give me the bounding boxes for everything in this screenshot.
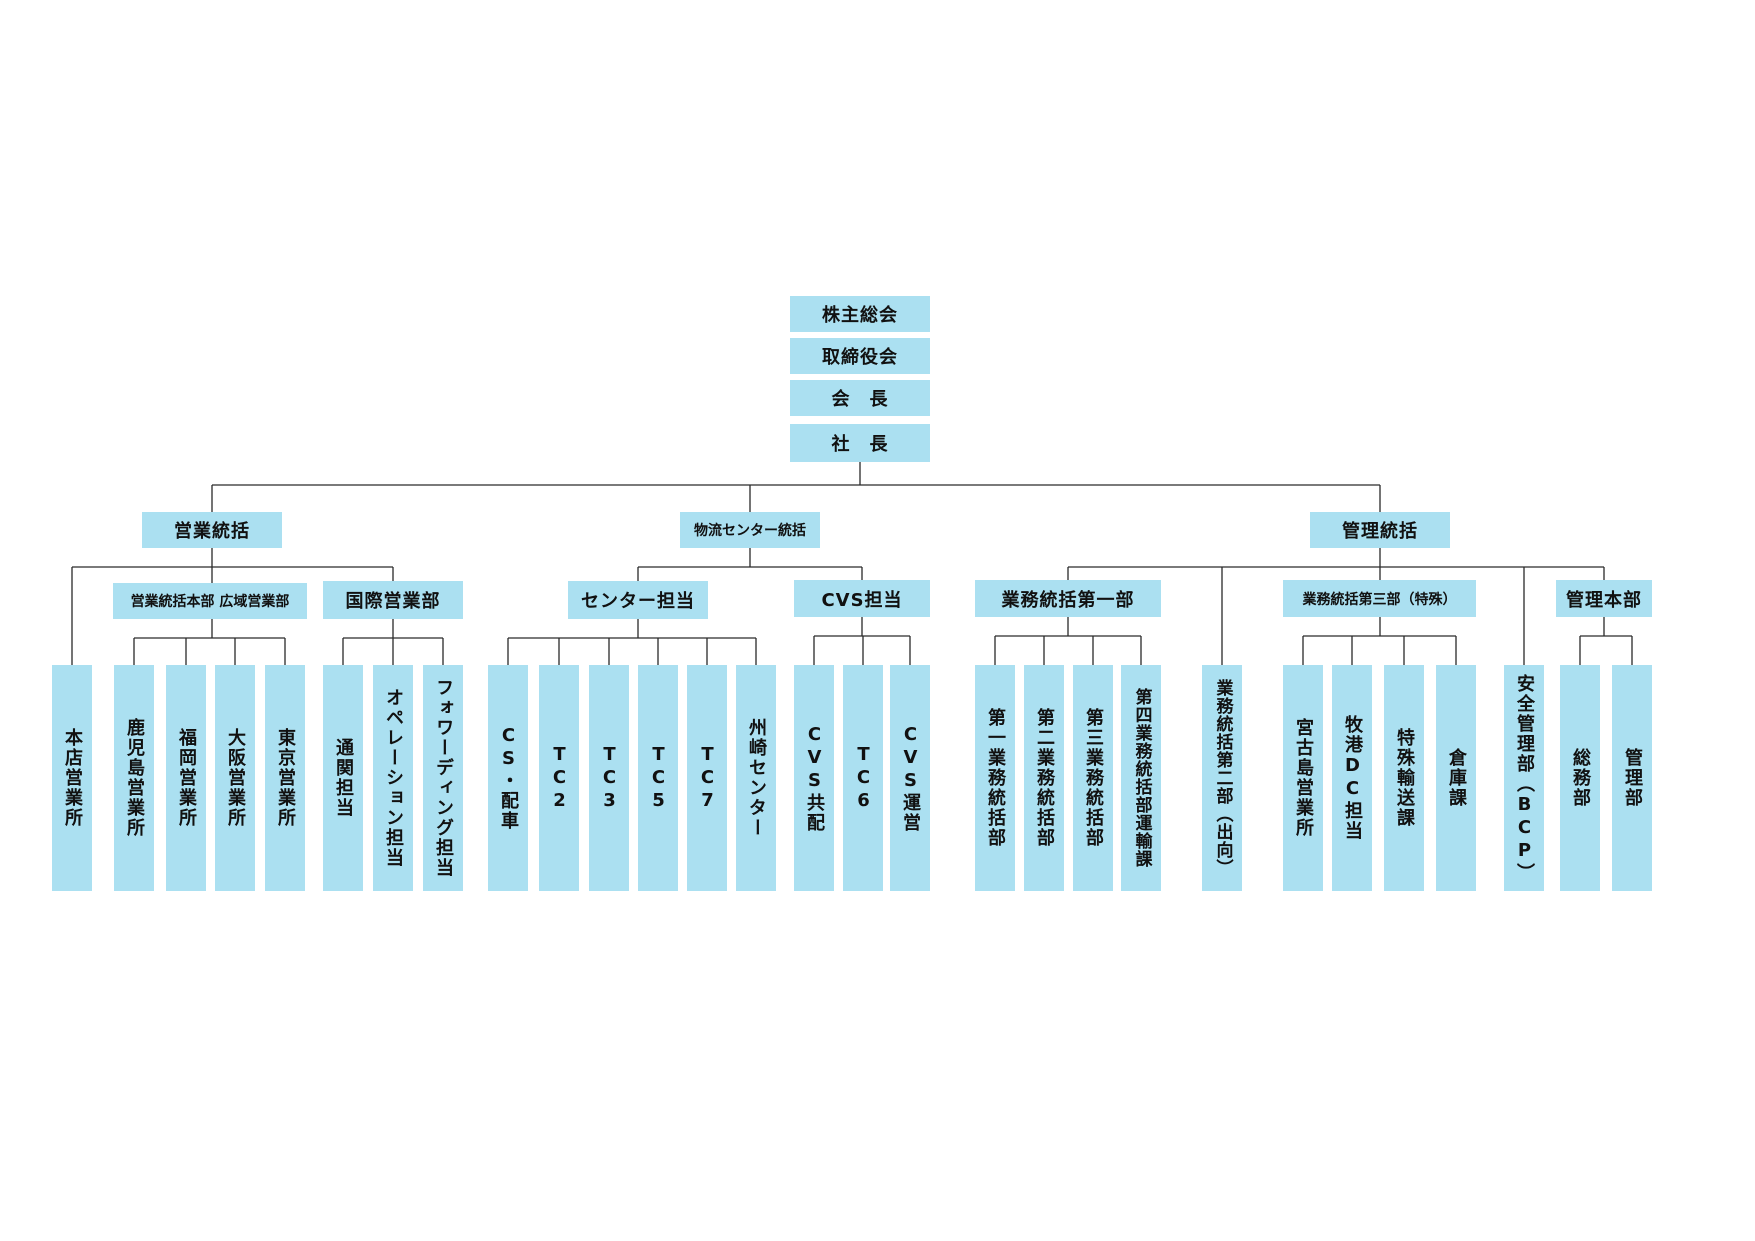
intl-unit-box: 通関担当	[323, 665, 363, 891]
ops-dept-1-box: 業務統括第一部	[975, 580, 1161, 617]
ops1-unit-box: 第一業務統括部	[975, 665, 1015, 891]
sales-office-box: 東京営業所	[265, 665, 305, 891]
intl-unit-box: フォワーディング担当	[423, 665, 463, 891]
ops3-unit-box: 特殊輸送課	[1384, 665, 1424, 891]
safety-dept-box: 安全管理部（BCP）	[1504, 665, 1544, 891]
sales-office-box: 福岡営業所	[166, 665, 206, 891]
logistics-division-box: 物流センター統括	[680, 512, 820, 548]
president-box: 社 長	[790, 424, 930, 462]
intl-unit-box: オペレーション担当	[373, 665, 413, 891]
intl-sales-box: 国際営業部	[323, 581, 463, 619]
shareholders-box: 株主総会	[790, 296, 930, 332]
sales-hq-box: 営業統括本部 広域営業部	[113, 583, 307, 619]
ops-dept-2-box: 業務統括第二部（出向）	[1202, 665, 1242, 891]
ops1-unit-box: 第四業務統括部運輸課	[1121, 665, 1161, 891]
sales-office-box: 大阪営業所	[215, 665, 255, 891]
board-box: 取締役会	[790, 338, 930, 374]
center-unit-box: CS・配車	[488, 665, 528, 891]
cvs-dept-box: CVS担当	[794, 580, 930, 617]
mgmt-unit-box: 総務部	[1560, 665, 1600, 891]
ops-dept-3-box: 業務統括第三部（特殊）	[1283, 580, 1476, 617]
ops1-unit-box: 第二業務統括部	[1024, 665, 1064, 891]
center-unit-box: TC3	[589, 665, 629, 891]
center-unit-box: TC5	[638, 665, 678, 891]
ops3-unit-box: 牧港DC担当	[1332, 665, 1372, 891]
chairman-box: 会 長	[790, 380, 930, 416]
center-unit-box: 州崎センター	[736, 665, 776, 891]
main-office-box: 本店営業所	[52, 665, 92, 891]
admin-division-box: 管理統括	[1310, 512, 1450, 548]
mgmt-unit-box: 管理部	[1612, 665, 1652, 891]
ops3-unit-box: 倉庫課	[1436, 665, 1476, 891]
center-unit-box: TC7	[687, 665, 727, 891]
center-dept-box: センター担当	[568, 581, 708, 619]
cvs-unit-box: CVS運営	[890, 665, 930, 891]
cvs-unit-box: CVS共配	[794, 665, 834, 891]
sales-division-box: 営業統括	[142, 512, 282, 548]
center-unit-box: TC2	[539, 665, 579, 891]
sales-office-box: 鹿児島営業所	[114, 665, 154, 891]
mgmt-hq-box: 管理本部	[1556, 580, 1652, 617]
cvs-unit-box: TC6	[843, 665, 883, 891]
ops3-unit-box: 宮古島営業所	[1283, 665, 1323, 891]
ops1-unit-box: 第三業務統括部	[1073, 665, 1113, 891]
